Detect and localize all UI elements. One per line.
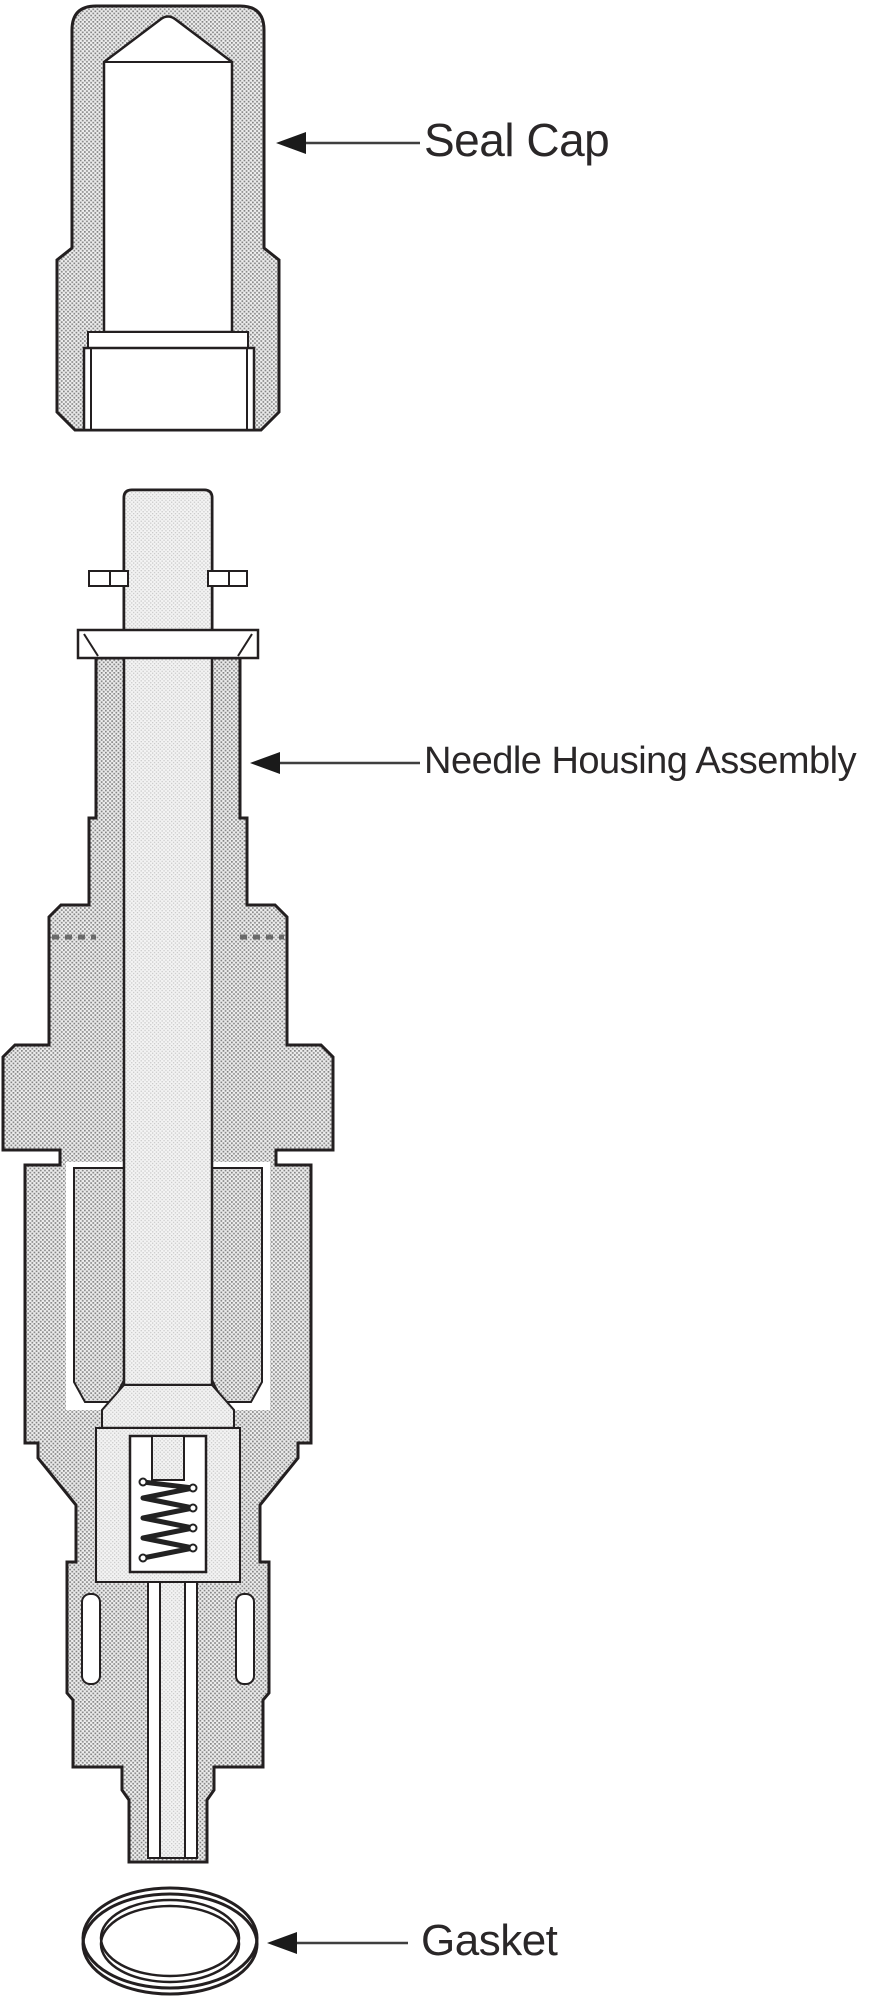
needle-housing-arrow <box>250 752 420 774</box>
needle-shaft <box>122 488 214 1387</box>
needle-housing-assembly-label: Needle Housing Assembly <box>424 740 857 783</box>
valve-seat-cone <box>101 1384 235 1429</box>
tab-right <box>207 570 248 587</box>
needle-tip <box>159 1581 186 1859</box>
seal-cap-arrow <box>276 132 420 154</box>
needle-stem <box>151 1435 185 1481</box>
gasket-outer-lower <box>81 1892 259 1996</box>
seal-cap-label: Seal Cap <box>424 114 610 167</box>
seal-cap-drawing <box>55 4 281 432</box>
flange-chamfer-right <box>237 633 253 657</box>
spring-wire-ends <box>138 1477 198 1563</box>
gasket-inner-upper <box>99 1898 241 1978</box>
left-arrowhead-icon <box>276 132 306 154</box>
gasket-drawing <box>81 1886 259 1996</box>
seal-cap-ledge <box>87 331 249 349</box>
guide-sleeve-right <box>211 1167 263 1403</box>
collar-slot-left <box>81 1593 101 1685</box>
gasket-inner-lower <box>99 1904 241 1984</box>
gasket-label: Gasket <box>421 1916 558 1966</box>
guide-sleeve-left <box>73 1167 125 1403</box>
left-arrowhead-icon <box>250 752 280 774</box>
needle-housing-drawing <box>1 488 335 1864</box>
left-arrowhead-icon <box>267 1932 297 1954</box>
coil-spring <box>140 1479 196 1561</box>
tab-left <box>88 570 129 587</box>
gasket-outer-upper <box>81 1886 259 1990</box>
flange-chamfer-left <box>83 633 99 657</box>
seal-cap-cavity <box>102 15 234 334</box>
flange-plate <box>76 628 260 660</box>
seal-cap-skirt <box>82 346 256 432</box>
collar-slot-right <box>235 1593 255 1685</box>
gasket-arrow <box>267 1932 408 1954</box>
